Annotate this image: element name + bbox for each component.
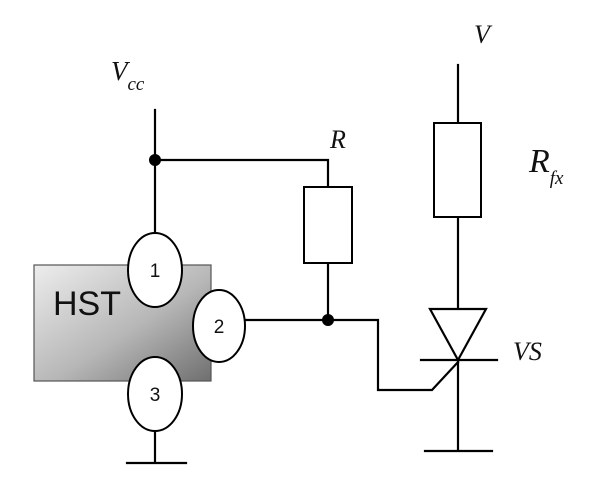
hst-label: HST	[53, 285, 121, 323]
rfx-label-main: R	[528, 143, 550, 180]
pin-3-label: 3	[150, 385, 161, 406]
thyristor-vs	[419, 307, 499, 363]
pin-2	[192, 289, 246, 363]
r-label: R	[329, 125, 346, 154]
vcc-to-r-wire	[153, 158, 330, 189]
vcc-label-main: V	[111, 56, 131, 86]
rfx-label-sub: fx	[550, 168, 564, 189]
gate-drive-wire	[326, 318, 460, 392]
vs-label: VS	[513, 337, 542, 366]
resistor-r	[303, 186, 353, 264]
vcc-label: Vcc	[111, 56, 145, 95]
resistor-rfx	[433, 122, 482, 218]
pin-1-label: 1	[150, 261, 161, 282]
vcc-junction-dot	[149, 154, 161, 166]
pin-2-label: 2	[214, 317, 225, 338]
v-label: V	[474, 20, 493, 49]
output-junction-dot	[322, 314, 334, 326]
pin-1	[127, 232, 183, 308]
hst-sensor-body	[33, 264, 212, 382]
vcc-label-sub: cc	[128, 74, 145, 95]
pin-3	[127, 356, 183, 432]
rfx-label: Rfx	[528, 143, 564, 189]
